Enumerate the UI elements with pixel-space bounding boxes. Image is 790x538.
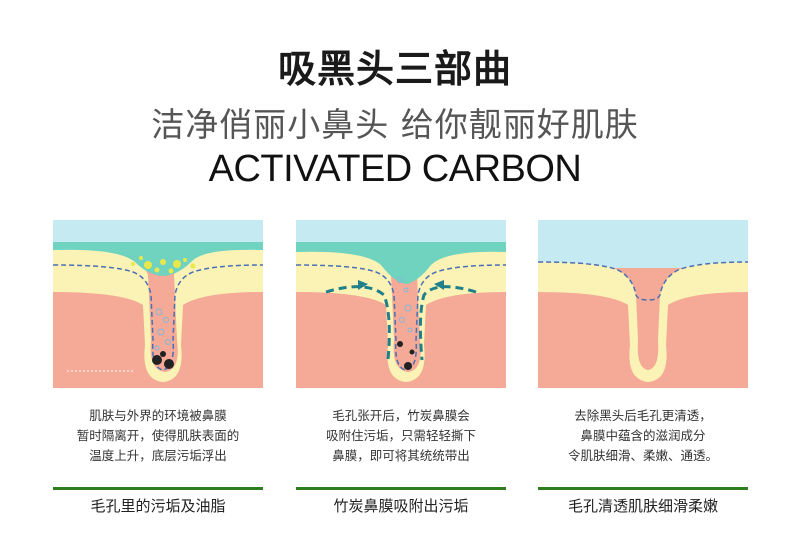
description-line: 温度上升，底层污垢浮出	[89, 448, 227, 463]
description-line: 鼻膜，即可将其统统带出	[332, 448, 470, 463]
description-line: 肌肤与外界的环境被鼻膜	[89, 408, 227, 423]
description-line: 吸附住污垢，只需轻轻撕下	[325, 428, 476, 443]
step-1-description: 肌肤与外界的环境被鼻膜 暂时隔离开，使得肌肤表面的 温度上升，底层污垢浮出	[53, 406, 263, 466]
step-3-caption: 毛孔清透肌肤细滑柔嫩	[567, 497, 718, 515]
description-line: 毛孔张开后，竹炭鼻膜会	[332, 408, 470, 423]
step-2-illustration	[296, 220, 506, 388]
step-2-caption: 竹炭鼻膜吸附出污垢	[333, 497, 469, 515]
step-2-description: 毛孔张开后，竹炭鼻膜会 吸附住污垢，只需轻轻撕下 鼻膜，即可将其统统带出	[296, 406, 506, 466]
step-1-caption: 毛孔里的污垢及油脂	[90, 497, 226, 515]
page-title: 吸黑头三部曲	[277, 47, 512, 91]
step-3-description: 去除黑头后毛孔更清透， 鼻膜中蕴含的滋润成分 令肌肤细滑、柔嫩、通透。	[538, 406, 748, 466]
step-3-illustration	[538, 220, 748, 388]
english-title: ACTIVATED CARBON	[208, 148, 582, 190]
description-line: 去除黑头后毛孔更清透，	[574, 408, 712, 423]
divider-line	[296, 487, 506, 490]
description-line: 暂时隔离开，使得肌肤表面的	[76, 428, 240, 443]
step-1-illustration	[53, 220, 263, 388]
divider-line	[53, 487, 263, 490]
description-line: 鼻膜中蕴含的滋润成分	[580, 428, 706, 443]
divider-line	[538, 487, 748, 490]
description-line: 令肌肤细滑、柔嫩、通透。	[567, 448, 718, 463]
page-subtitle: 洁净俏丽小鼻头 给你靓丽好肌肤	[151, 105, 639, 144]
